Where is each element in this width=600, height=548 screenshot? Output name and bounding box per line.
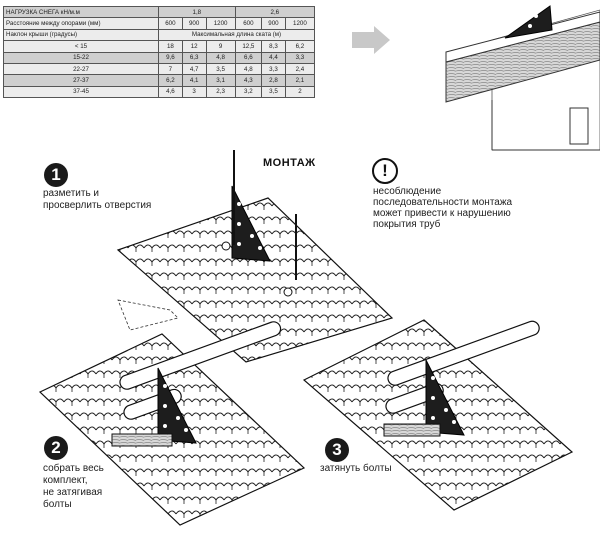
slope-cell: < 15	[3, 40, 159, 53]
slope-cell: 15-22	[3, 51, 159, 64]
table-cell: 6,2	[284, 40, 316, 53]
table-cell: 3	[181, 85, 207, 99]
roof-step-2	[38, 321, 306, 526]
spacing-cell: 1200	[284, 17, 316, 30]
header-maxlen: Максимальная длина ската (м)	[158, 28, 315, 42]
bracket-detail	[504, 5, 553, 39]
window	[569, 107, 589, 145]
roof-step-1	[116, 150, 394, 363]
warning-icon: !	[372, 158, 398, 184]
header-slope: Наклон крыши (градусы)	[3, 28, 159, 42]
warning-line-3: может привести к нарушению	[373, 208, 511, 219]
table-cell: 2	[284, 85, 316, 99]
table-cell: 18	[158, 40, 183, 53]
step-3-line-1: затянуть болты	[320, 463, 392, 474]
warning-line-2: последовательности монтажа	[373, 197, 513, 208]
exploded-part	[117, 299, 179, 331]
table-cell: 3,2	[234, 85, 263, 99]
step-2-line-2: комплект,	[43, 475, 88, 486]
table-cell: 9	[205, 40, 236, 53]
table-cell: 4,8	[234, 62, 263, 76]
slope-cell: 27-37	[3, 74, 159, 87]
table-cell: 4,8	[205, 51, 236, 64]
table-cell: 3,3	[284, 51, 316, 64]
warning-line-1: несоблюдение	[373, 186, 442, 197]
table-cell: 9,6	[158, 51, 183, 64]
step-1-line-1: разметить и	[43, 188, 100, 199]
section-title: МОНТАЖ	[263, 157, 316, 169]
table-cell: 4,6	[158, 85, 183, 99]
step-2-line-4: болты	[43, 499, 72, 510]
step-2-badge: 2	[44, 436, 68, 460]
detail-view	[352, 5, 600, 151]
step-2-line-1: собрать весь	[43, 463, 104, 474]
slope-cell: 37-45	[3, 85, 159, 99]
roof-step-3	[302, 319, 574, 511]
table-cell: 2,1	[284, 74, 316, 87]
step-1-badge: 1	[44, 163, 68, 187]
warning-line-4: покрытия труб	[373, 219, 441, 230]
step-1-line-2: просверлить отверстия	[43, 200, 152, 211]
arrow-icon	[352, 26, 390, 54]
snow-load-table: НАГРУЗКА СНЕГА кН/м.м 1,8 2,6 Расстояние…	[3, 5, 316, 99]
step-2-line-3: не затягивая	[43, 487, 103, 498]
step-3-badge: 3	[325, 438, 349, 462]
table-cell: 12,5	[234, 40, 263, 53]
table-cell: 6,6	[234, 51, 263, 64]
